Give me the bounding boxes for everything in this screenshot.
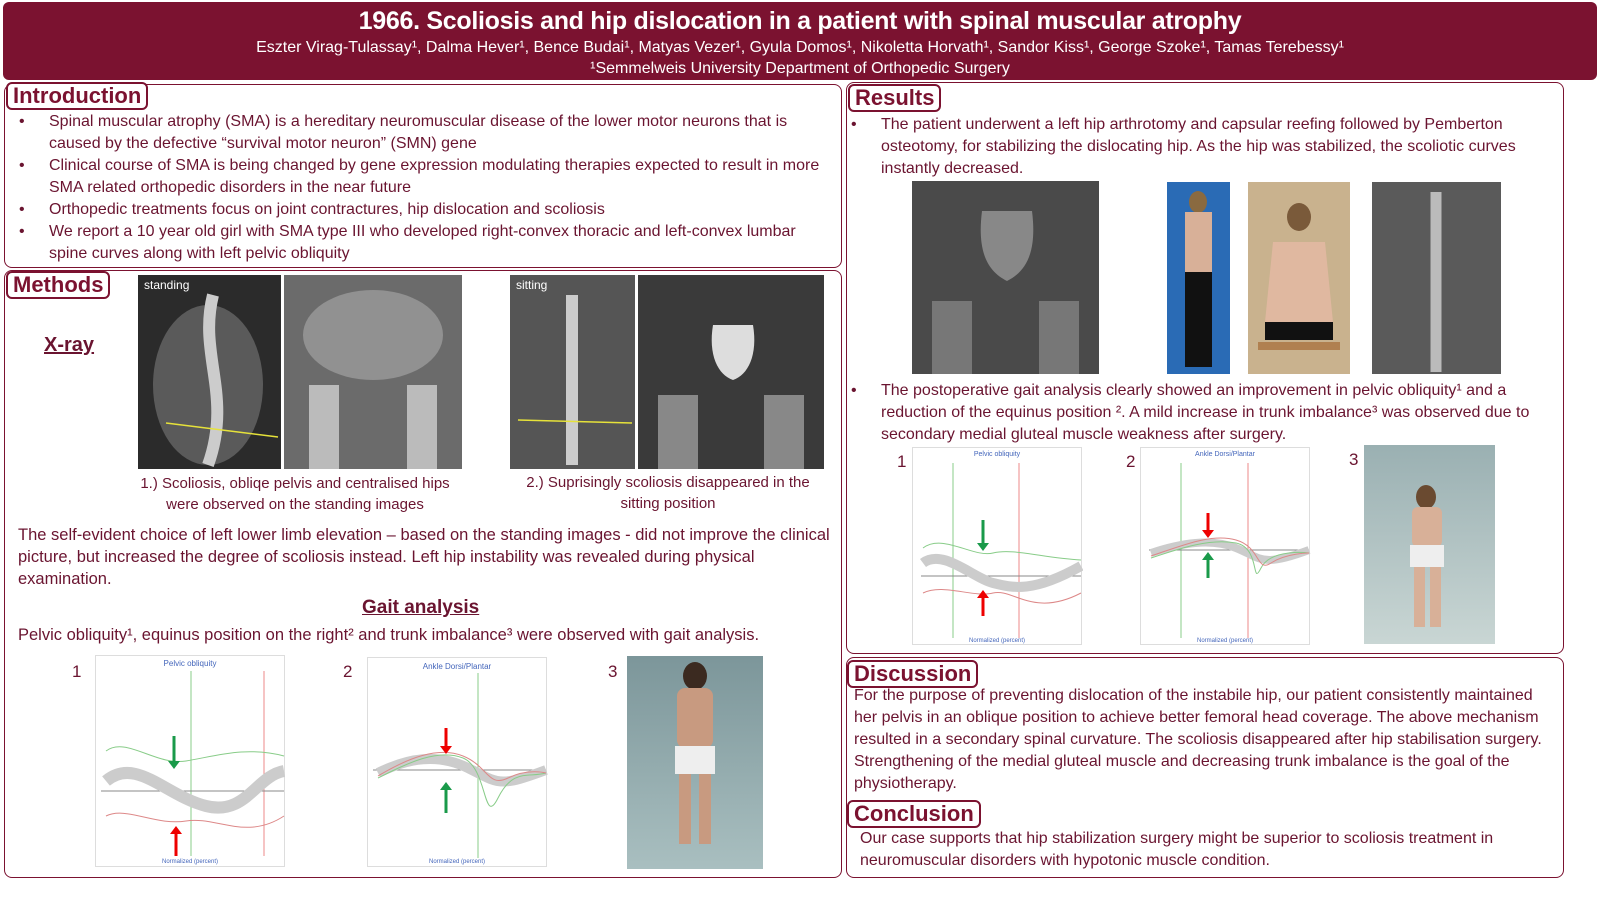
figure-number: 3	[608, 662, 618, 681]
postop-ankle-chart: Ankle Dorsi/Plantar Normalized (percent)	[1140, 447, 1311, 645]
chart-title: Ankle Dorsi/Plantar	[422, 662, 492, 671]
postop-spine-xray	[1372, 182, 1501, 374]
sitting-pelvis-xray	[638, 275, 824, 469]
figure-number: 1	[72, 662, 82, 681]
poster-header: 1966. Scoliosis and hip dislocation in a…	[3, 2, 1597, 80]
walking-photo-preop	[627, 656, 763, 869]
results-heading: Results	[848, 84, 942, 112]
discussion-text: For the purpose of preventing dislocatio…	[854, 687, 1542, 792]
results-bullet: The postoperative gait analysis clearly …	[841, 380, 1556, 446]
discussion-heading: Discussion	[847, 660, 979, 688]
pelvic-obliquity-chart: Pelvic obliquity Normalized (percent)	[95, 655, 286, 867]
intro-bullet: We report a 10 year old girl with SMA ty…	[9, 221, 834, 265]
figure-number: 2	[1126, 452, 1136, 471]
figure-number: 2	[343, 662, 353, 681]
chart-xlabel: Normalized (percent)	[1196, 638, 1254, 644]
methods-heading: Methods	[6, 271, 111, 299]
postop-pelvic-obliquity-chart: Pelvic obliquity Normalized (percent)	[912, 447, 1084, 645]
figure-number: 3	[1349, 450, 1359, 469]
conclusion-text: Our case supports that hip stabilization…	[860, 830, 1494, 869]
standing-pelvis-xray	[284, 275, 462, 469]
standing-spine-xray: standing	[138, 275, 281, 469]
caption-standing: 1.) Scoliosis, obliqe pelvis and central…	[140, 475, 450, 513]
poster-title: 1966. Scoliosis and hip dislocation in a…	[358, 7, 1242, 35]
chart-xlabel: Normalized (percent)	[161, 859, 219, 865]
chart-xlabel: Normalized (percent)	[428, 859, 486, 865]
chart-title: Pelvic obliquity	[163, 659, 217, 668]
postop-pelvis-xray	[912, 181, 1099, 374]
authors: Eszter Virag-Tulassay¹, Dalma Hever¹, Be…	[256, 39, 1344, 56]
caption-sitting: 2.) Suprisingly scoliosis disappeared in…	[526, 474, 810, 512]
conclusion-heading: Conclusion	[847, 800, 981, 828]
methods-paragraph: The self-evident choice of left lower li…	[18, 526, 830, 588]
results-bullet: The patient underwent a left hip arthrot…	[841, 114, 1556, 180]
gait-analysis-heading: Gait analysis	[362, 597, 480, 618]
xray-label: X-ray	[44, 334, 95, 356]
gait-text: Pelvic obliquity¹, equinus position on t…	[18, 626, 760, 644]
intro-bullet: Spinal muscular atrophy (SMA) is a hered…	[9, 111, 834, 155]
introduction-heading: Introduction	[6, 82, 149, 110]
chart-title: Ankle Dorsi/Plantar	[1195, 451, 1255, 458]
postop-sitting-back-photo	[1248, 182, 1350, 374]
postop-standing-back-photo	[1167, 182, 1230, 374]
figure-number: 1	[897, 452, 907, 471]
discussion-panel	[846, 657, 1564, 878]
chart-xlabel: Normalized (percent)	[968, 638, 1026, 644]
standing-label: standing	[144, 278, 190, 292]
walking-photo-postop	[1364, 445, 1495, 644]
ankle-dorsi-plantar-chart: Ankle Dorsi/Plantar Normalized (percent)	[367, 657, 548, 867]
affiliation: ¹Semmelweis University Department of Ort…	[590, 60, 1010, 77]
sitting-spine-xray: sitting	[510, 275, 635, 469]
intro-bullet: Clinical course of SMA is being changed …	[9, 155, 834, 199]
chart-title: Pelvic obliquity	[973, 451, 1021, 458]
intro-bullet: Orthopedic treatments focus on joint con…	[9, 199, 834, 221]
introduction-panel: Spinal muscular atrophy (SMA) is a hered…	[4, 84, 842, 268]
sitting-label: sitting	[516, 278, 548, 292]
